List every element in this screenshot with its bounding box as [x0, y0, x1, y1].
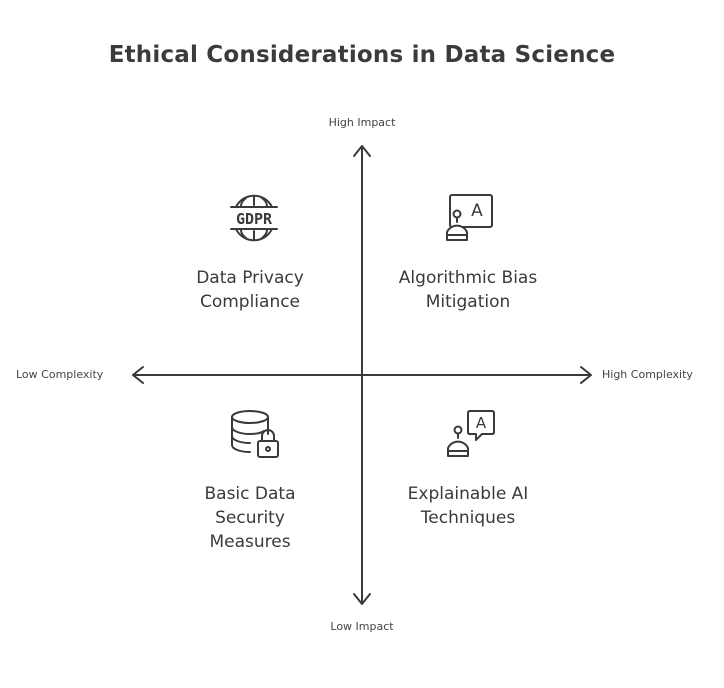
robot-speech-icon: A — [447, 410, 495, 457]
robot-letter-icon: A — [446, 194, 493, 241]
quadrant-label-line: Compliance — [199, 292, 301, 312]
quadrant-label-line: Measures — [209, 532, 291, 552]
axis-label-high-complexity: High Complexity — [602, 368, 693, 381]
gdpr-icon: GDPR — [230, 194, 278, 242]
quadrant-label-line: Algorithmic Bias — [398, 268, 538, 288]
axis-label-low-impact: Low Impact — [330, 620, 394, 633]
database-lock-icon — [231, 410, 279, 458]
robot-speech-icon-text: A — [476, 414, 487, 432]
quadrant-bottom-right-label: Explainable AI Techniques — [368, 482, 568, 530]
quadrant-top-left-label: Data Privacy Compliance — [150, 266, 350, 314]
axis-label-low-complexity: Low Complexity — [16, 368, 104, 381]
robot-letter-icon-text: A — [471, 201, 483, 221]
quadrant-label-line: Data Privacy — [196, 268, 304, 288]
quadrant-label-line: Mitigation — [425, 292, 511, 312]
quadrant-bottom-left-label: Basic Data Security Measures — [150, 482, 350, 554]
diagram-title: Ethical Considerations in Data Science — [108, 42, 616, 68]
quadrant-label-line: Explainable AI — [407, 484, 529, 504]
quadrant-label-line: Techniques — [420, 508, 516, 528]
axis-label-high-impact: High Impact — [328, 116, 396, 129]
quadrant-label-line: Basic Data — [204, 484, 296, 504]
gdpr-icon-text: GDPR — [236, 210, 273, 228]
quadrant-top-right-label: Algorithmic Bias Mitigation — [368, 266, 568, 314]
quadrant-label-line: Security — [215, 508, 285, 528]
